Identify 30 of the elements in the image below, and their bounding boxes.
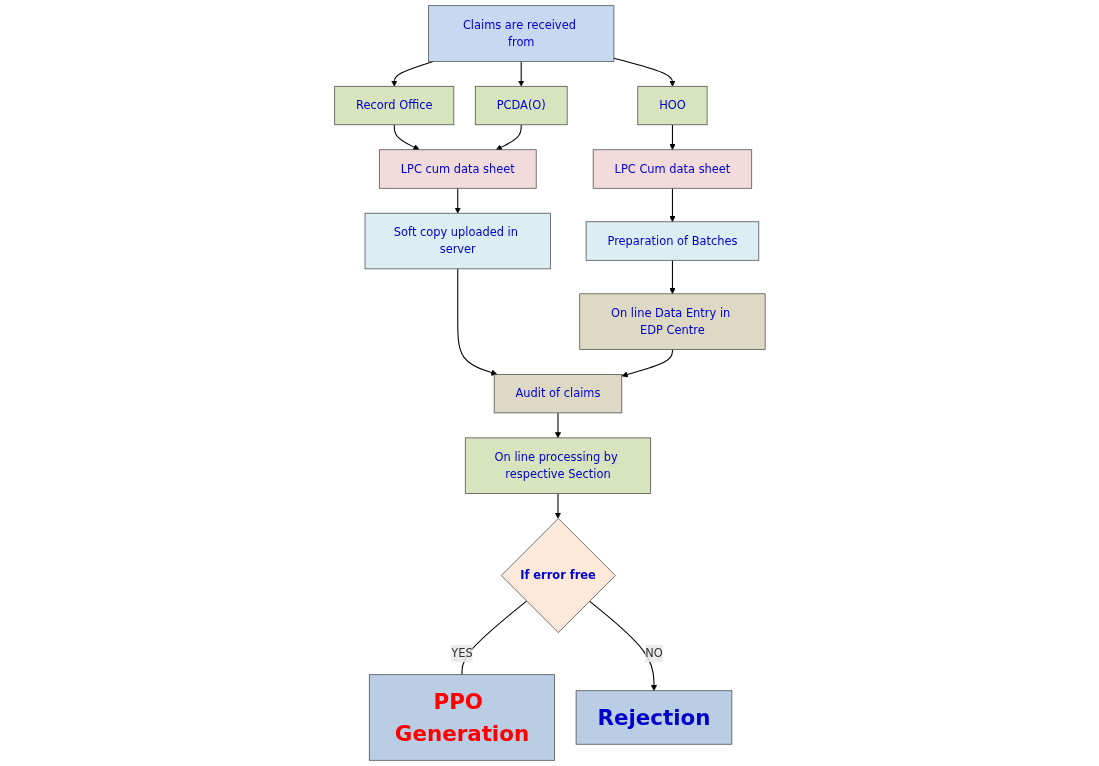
node-box: Preparation of Batches — [585, 221, 759, 261]
arrow — [517, 60, 524, 87]
arrow — [588, 600, 657, 692]
node-box: HOO — [637, 85, 708, 126]
arrow — [393, 124, 420, 151]
arrow — [554, 492, 561, 519]
node-box: Audit of claims — [493, 374, 622, 414]
edge-label: YES — [450, 646, 473, 661]
edge-label: NO — [644, 646, 663, 661]
node-box: Claims are received from — [427, 5, 614, 62]
node-box: LPC cum data sheet — [378, 149, 537, 189]
arrow — [456, 268, 497, 376]
node-box: Record Office — [333, 85, 454, 126]
arrow — [668, 187, 676, 223]
connector — [461, 600, 527, 676]
arrow — [454, 187, 461, 214]
node-diamond: If error free — [500, 518, 616, 633]
arrow — [668, 124, 676, 151]
arrow — [668, 259, 676, 295]
node-box: PCDA(O) — [474, 85, 568, 126]
node-box: Soft copy uploaded in server — [364, 212, 551, 270]
arrow — [495, 124, 522, 151]
node-box: On line processing by respective Section — [464, 437, 651, 494]
arrow — [554, 412, 561, 439]
node-box: Rejection — [575, 690, 732, 745]
arrow — [621, 348, 673, 378]
node-box: LPC Cum data sheet — [592, 149, 752, 189]
node-box: On line Data Entry in EDP Centre — [578, 293, 766, 350]
arrow — [612, 57, 676, 87]
node-box: PPO Generation — [368, 674, 555, 761]
